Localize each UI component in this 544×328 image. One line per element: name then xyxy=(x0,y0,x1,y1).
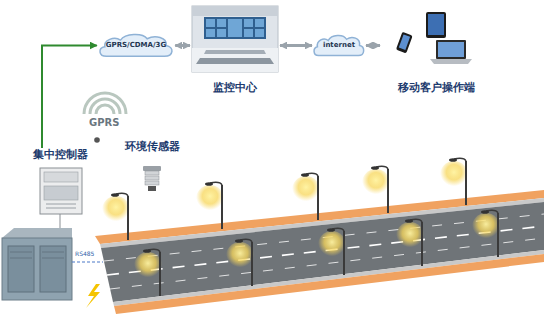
rs485-wire xyxy=(72,261,103,262)
sensor-box: 环境传感器 xyxy=(112,140,192,196)
node-label: 监控中心 xyxy=(213,81,257,94)
connector-arrow xyxy=(42,46,97,149)
street-lamps xyxy=(102,158,500,296)
node-label: 环境传感器 xyxy=(125,140,180,153)
connector-arrow xyxy=(175,44,190,47)
node-label: internet xyxy=(323,41,355,49)
bus-label: RS485 xyxy=(75,250,94,257)
mobile-devices xyxy=(396,12,472,64)
cloud-node: internet xyxy=(312,33,366,58)
cloud-node: GPRS/CDMA/3G xyxy=(97,32,175,59)
road xyxy=(95,190,544,314)
lightning-symbol xyxy=(86,284,100,308)
monitor-center: 监控中心 xyxy=(190,4,280,94)
node-label: 移动客户操作端 xyxy=(398,81,475,94)
antenna-dot xyxy=(94,137,100,143)
sensor-icon xyxy=(143,166,161,191)
mobile-client: 移动客户操作端 xyxy=(380,8,492,94)
controller-cabinet xyxy=(40,168,82,214)
gprs-signal xyxy=(84,93,126,114)
controller-box: 集中控制器 xyxy=(20,148,100,218)
signal-label: GPRS xyxy=(89,117,119,128)
substation xyxy=(2,228,72,300)
connector-arrow xyxy=(366,44,380,47)
node-label: 集中控制器 xyxy=(33,148,88,161)
connector-arrow xyxy=(280,44,312,47)
node-label: GPRS/CDMA/3G xyxy=(106,41,166,49)
monitor-room xyxy=(192,6,278,72)
